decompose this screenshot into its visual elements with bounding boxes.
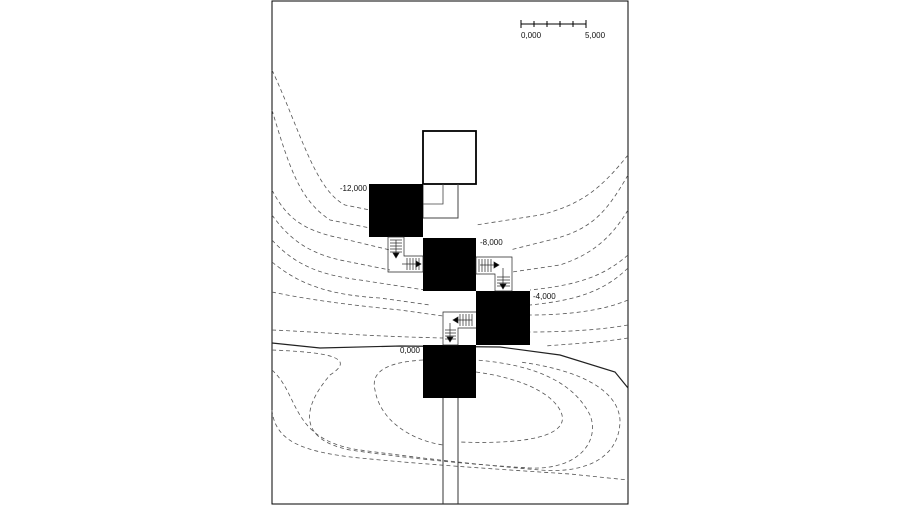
contour-line-14 [529,299,629,316]
contour-line-3 [271,189,391,251]
stair-middle-treads [478,259,510,287]
road-edge [271,342,629,389]
volume-minus-12000 [369,184,423,237]
contour-line-13 [529,267,629,306]
contour-line-18 [271,361,621,471]
contour-line-10 [509,174,629,251]
contour-line-5 [271,239,426,291]
contour-lines [271,69,629,481]
contour-line-12 [529,254,629,291]
stair-upper-arrowhead-right [415,260,422,268]
contour-line-1 [271,69,371,211]
level-label-lower-middle: -4,000 [533,292,556,301]
stair-upper-outline [387,236,424,273]
access-path [442,398,459,504]
scale-bar-start-label: 0,000 [521,31,542,40]
stair-lower-arrowhead-down [446,336,454,343]
contour-line-4 [271,214,391,271]
level-label-ground: 0,000 [400,346,421,355]
contour-line-17 [271,349,593,469]
stair-middle-arrowhead-right [493,261,500,269]
contour-line-9 [475,154,629,226]
stair-middle-arrowhead-down [499,283,507,290]
pavilion-link-inner-outline [423,184,444,205]
stair-upper [387,236,424,273]
contour-line-2 [271,109,371,229]
contour-line-6 [271,261,431,306]
contour-line-16 [544,337,629,347]
stair-middle [475,256,513,292]
contour-line-8 [271,329,444,339]
contour-line-11 [511,209,629,273]
contour-line-20 [459,371,563,443]
contour-line-15 [529,324,629,333]
volume-ground [423,345,476,398]
volume-minus-4000 [476,291,530,345]
stair-lower [442,311,476,346]
open-pavilion [422,130,477,185]
level-label-top: -12,000 [340,184,368,193]
scale-bar [520,20,587,28]
volume-minus-8000 [423,238,476,291]
stair-upper-arrowhead-down [392,252,400,259]
stair-middle-outline [475,256,513,292]
stair-lower-arrowhead-left [452,316,459,324]
level-label-upper-middle: -8,000 [480,238,503,247]
contour-line-19 [373,359,444,446]
contour-line-7 [271,291,444,317]
contour-line-21 [271,409,629,481]
scale-bar-end-label: 5,000 [585,31,606,40]
stair-lower-outline [442,311,476,346]
